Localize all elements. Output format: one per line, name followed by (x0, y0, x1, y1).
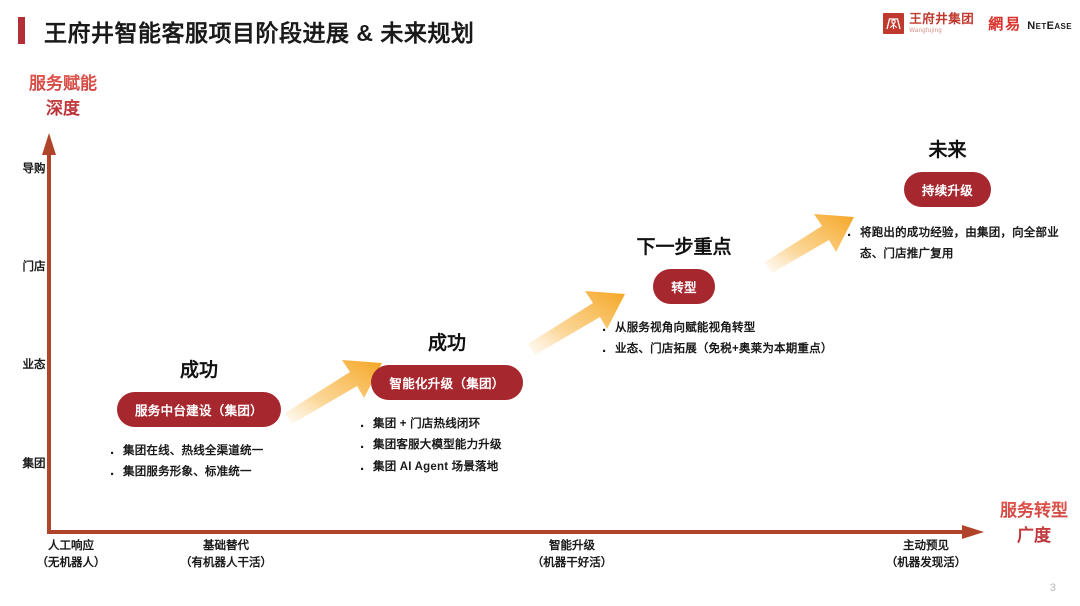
list-item: 将跑出的成功经验，由集团，向全部业态、门店推广复用 (845, 222, 1065, 266)
logo-group: 王府井集团 Wangfujing 網易 NetEase (883, 13, 1072, 34)
stage-2-pill[interactable]: 智能化升级（集团） (371, 365, 523, 400)
stage-block-3: 下一步重点 转型 从服务视角向赋能视角转型 业态、门店拓展（免税+奥莱为本期重点… (600, 232, 835, 377)
netease-logo-en: NetEase (1027, 20, 1072, 32)
wangfujing-logo-en: Wangfujing (909, 27, 942, 34)
x-axis-title-line2: 广度 (1017, 525, 1051, 545)
stage-1-pill[interactable]: 服务中台建设（集团） (116, 392, 281, 427)
stage-3-bullets: 从服务视角向赋能视角转型 业态、门店拓展（免税+奥莱为本期重点） (600, 317, 835, 366)
x-tick-zhudong-yujian: 主动预见 （机器发现活） (852, 538, 1000, 573)
wangfujing-logo-text: 王府井集团 Wangfujing (909, 13, 974, 34)
wangfujing-gate-icon (883, 13, 905, 34)
page-title: 王府井智能客服项目阶段进展 & 未来规划 (44, 20, 475, 46)
stage-2-heading: 成功 (427, 333, 466, 354)
list-item: 集团 + 门店热线闭环 (358, 413, 608, 441)
y-axis-title: 服务赋能 深度 (8, 72, 118, 121)
stage-1-pill-row: 服务中台建设（集团） (108, 392, 290, 427)
x-tick-1-line2: （有机器人干活） (180, 557, 272, 570)
x-tick-2-line2: （机器干好活） (531, 557, 613, 570)
netease-logo-cn: 網易 (988, 16, 1023, 33)
title-accent-bar (18, 17, 25, 44)
x-tick-0-line2: （无机器人） (36, 557, 106, 570)
stage-2-bullets: 集团 + 门店热线闭环 集团客服大模型能力升级 集团 AI Agent 场景落地 (358, 413, 608, 484)
stage-3-pill[interactable]: 转型 (653, 269, 715, 304)
x-axis-title: 服务转型 广度 (988, 499, 1080, 548)
stage-1-bullets: 集团在线、热线全渠道统一 集团服务形象、标准统一 (108, 440, 348, 489)
y-axis-title-line1: 服务赋能 (29, 74, 97, 93)
x-tick-2-line1: 智能升级 (549, 540, 595, 552)
stage-4-pill-row: 持续升级 (845, 172, 1050, 207)
x-tick-0-line1: 人工响应 (48, 540, 94, 552)
x-tick-zhineng-shengji: 智能升级 （机器干好活） (498, 538, 646, 573)
stage-block-4: 未来 持续升级 将跑出的成功经验，由集团，向全部业态、门店推广复用 (845, 135, 1065, 282)
x-tick-1-line1: 基础替代 (203, 540, 249, 552)
y-tick-daogou: 导购 (22, 163, 46, 175)
stage-block-1: 成功 服务中台建设（集团） 集团在线、热线全渠道统一 集团服务形象、标准统一 (108, 355, 348, 500)
stage-4-bullets: 将跑出的成功经验，由集团，向全部业态、门店推广复用 (845, 222, 1065, 266)
wangfujing-logo-cn: 王府井集团 (909, 12, 975, 27)
stage-3-heading: 下一步重点 (636, 237, 732, 258)
stage-block-2: 成功 智能化升级（集团） 集团 + 门店热线闭环 集团客服大模型能力升级 集团 … (358, 328, 608, 494)
netease-logo: 網易 NetEase (988, 13, 1072, 34)
stage-3-pill-row: 转型 (600, 269, 768, 304)
x-tick-jichu-tidai: 基础替代 （有机器人干活） (152, 538, 300, 573)
x-tick-rengong-xiangying: 人工响应 （无机器人） (10, 538, 132, 573)
stage-2-pill-row: 智能化升级（集团） (358, 365, 536, 400)
list-item: 集团 AI Agent 场景落地 (358, 456, 608, 484)
y-axis-line (42, 133, 56, 534)
y-axis-title-line2: 深度 (46, 98, 80, 118)
slide-header: 王府井智能客服项目阶段进展 & 未来规划 王府井集团 Wangfujing (0, 0, 1080, 56)
x-tick-3-line1: 主动预见 (903, 540, 949, 552)
y-tick-yetai: 业态 (22, 359, 46, 371)
wangfujing-logo: 王府井集团 Wangfujing (883, 13, 974, 34)
list-item: 从服务视角向赋能视角转型 (600, 317, 835, 345)
x-tick-3-line2: （机器发现活） (885, 557, 967, 570)
list-item: 集团在线、热线全渠道统一 (108, 440, 348, 468)
list-item: 集团客服大模型能力升级 (358, 434, 608, 462)
list-item: 业态、门店拓展（免税+奥莱为本期重点） (600, 338, 835, 366)
y-tick-mendian: 门店 (22, 261, 46, 273)
stage-1-heading: 成功 (179, 360, 218, 381)
stage-4-pill[interactable]: 持续升级 (903, 172, 992, 207)
x-axis-title-line1: 服务转型 (1000, 501, 1068, 520)
x-axis-line (47, 525, 984, 539)
stage-4-heading: 未来 (928, 140, 967, 161)
page-number: 3 (1049, 582, 1056, 594)
y-tick-jituan: 集团 (22, 458, 46, 470)
list-item: 集团服务形象、标准统一 (108, 461, 348, 489)
